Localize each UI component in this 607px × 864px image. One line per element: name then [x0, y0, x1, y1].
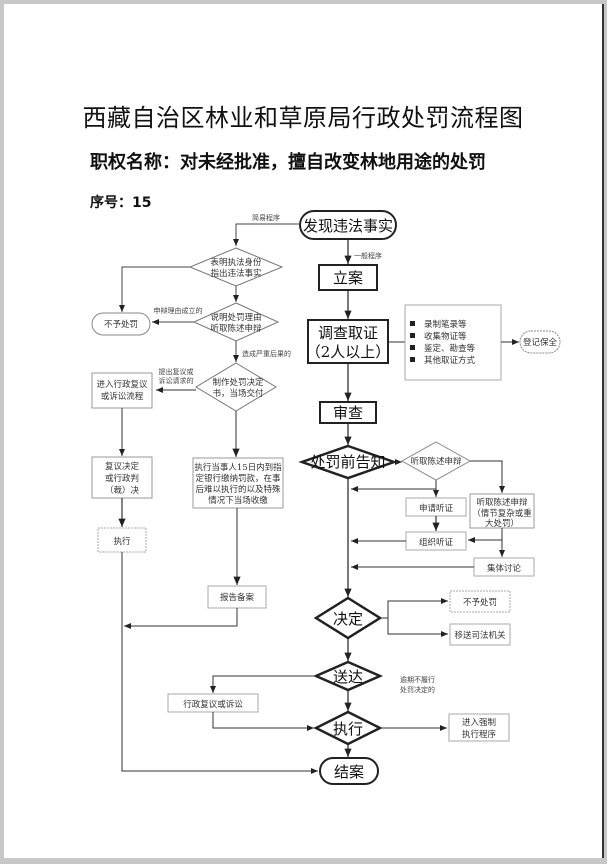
no-penalty-condition: 申辩理由成立的	[154, 306, 203, 315]
overdue-cond-2: 处罚决定的	[400, 685, 435, 694]
transfer-node	[449, 623, 511, 646]
edge-left-close	[121, 552, 318, 774]
review-result-1: 复议决定	[105, 461, 140, 472]
review-flow-1: 进入行政复议	[96, 379, 148, 390]
pay-3: 后难以执行的以及特殊	[195, 484, 281, 495]
method-3: 鉴定、勘查等	[424, 343, 476, 354]
pay-2: 定银行缴纳罚款，在事	[195, 473, 281, 484]
hear-box-node	[469, 493, 535, 529]
bullet-icon	[410, 321, 415, 326]
method-1: 录制笔录等	[424, 319, 467, 330]
bullet-icon	[410, 333, 415, 338]
evidence-methods-box	[404, 304, 502, 381]
investigate-1: 调查取证	[318, 324, 378, 342]
enforce-2: 执行程序	[462, 729, 497, 740]
edge-deliver-admin-review	[210, 675, 316, 693]
method-4: 其他取证方式	[424, 355, 476, 366]
review-result-2: 或行政判	[105, 473, 139, 484]
review-result-node	[91, 456, 153, 499]
d2-line2: 听取陈述申辩	[210, 323, 262, 334]
simple-procedure-edge	[233, 223, 300, 246]
hear-box-3: 大处罚）	[485, 518, 519, 529]
pay-node	[192, 457, 284, 509]
simple-procedure-label: 简易程序	[252, 213, 280, 222]
d3-line2: 书，当场交付	[212, 388, 264, 399]
left-execute-node	[97, 527, 147, 553]
general-procedure-label: 一般程序	[354, 251, 382, 260]
no-penalty-label: 不予处罚	[104, 319, 138, 330]
document-title: 西藏自治区林业和草原局行政处罚流程图	[82, 104, 524, 132]
pay-1: 执行当事人15日内到指	[194, 462, 282, 473]
edge-admin-execute	[212, 712, 314, 731]
no-penalty2-node	[449, 590, 511, 613]
bullet-icon	[410, 345, 415, 350]
collective-label: 集体讨论	[487, 563, 522, 574]
preserve-label: 登记保全	[523, 337, 558, 348]
transfer-label: 移送司法机关	[454, 630, 506, 641]
d2-line1: 说明处罚理由	[210, 312, 261, 323]
d1-line1: 表明执法身份	[210, 257, 262, 268]
evidence-bullets	[410, 321, 415, 362]
review-cond-1: 提出复议或	[159, 367, 194, 376]
hear-box-2: （情节复杂或重	[472, 508, 532, 519]
apply-hearing-label: 申请听证	[419, 503, 454, 514]
execute-label: 执行	[333, 720, 363, 738]
edge-hearbox-organize	[468, 528, 503, 543]
enforce-1: 进入强制	[462, 717, 496, 728]
overdue-cond-1: 逾期不履行	[400, 675, 435, 684]
review-result-3: （裁）决	[105, 485, 140, 496]
no-penalty2-label: 不予处罚	[463, 597, 497, 608]
edge-hear-right	[470, 460, 505, 493]
hear-box-1: 听取陈述申辩	[476, 497, 528, 508]
review-flow-2: 或诉讼流程	[101, 391, 144, 402]
pre-notice-label: 处罚前告知	[310, 453, 385, 471]
review-flow-node	[91, 372, 153, 409]
edge-d1-nopenalty	[119, 266, 190, 312]
hear-d-label: 听取陈述申辩	[410, 456, 462, 467]
organize-hearing-label: 组织听证	[419, 537, 454, 548]
bullet-icon	[410, 357, 415, 362]
start-label: 发现违法事实	[303, 217, 393, 235]
serial-number: 序号：15	[90, 195, 152, 211]
admin-review-label: 行政复议或诉讼	[183, 699, 243, 710]
preserve-node	[519, 330, 561, 354]
method-2: 收集物证等	[424, 331, 467, 342]
enforce-node	[448, 713, 510, 742]
close-label: 结案	[334, 763, 364, 781]
d1-line2: 指出违法事实	[210, 268, 261, 279]
serious-condition: 造成严重后果的	[242, 349, 291, 358]
file-case-node	[318, 264, 378, 291]
investigate-2: （2人以上）	[306, 343, 391, 361]
review-cond-2: 诉讼请求的	[159, 376, 194, 385]
review-label: 审查	[333, 404, 363, 422]
close-node	[319, 757, 379, 785]
no-penalty-node	[91, 312, 151, 336]
left-execute-label: 执行	[113, 536, 131, 547]
edge-decide-nopenalty	[380, 598, 448, 619]
pay-4: 情况下当场收缴	[208, 495, 268, 506]
file-case-label: 立案	[333, 269, 363, 287]
decide-label: 决定	[333, 610, 363, 628]
edge-report-left	[124, 608, 238, 629]
edge-decide-transfer	[387, 618, 448, 637]
deliver-label: 送达	[333, 668, 363, 686]
d3-line1: 制作处罚决定	[212, 377, 264, 388]
report-label: 报告备案	[220, 592, 255, 603]
authority-name: 职权名称：对未经批准，擅自改变林地用途的处罚	[90, 152, 486, 173]
document-page: 西藏自治区林业和草原局行政处罚流程图 职权名称：对未经批准，擅自改变林地用途的处…	[4, 4, 604, 858]
